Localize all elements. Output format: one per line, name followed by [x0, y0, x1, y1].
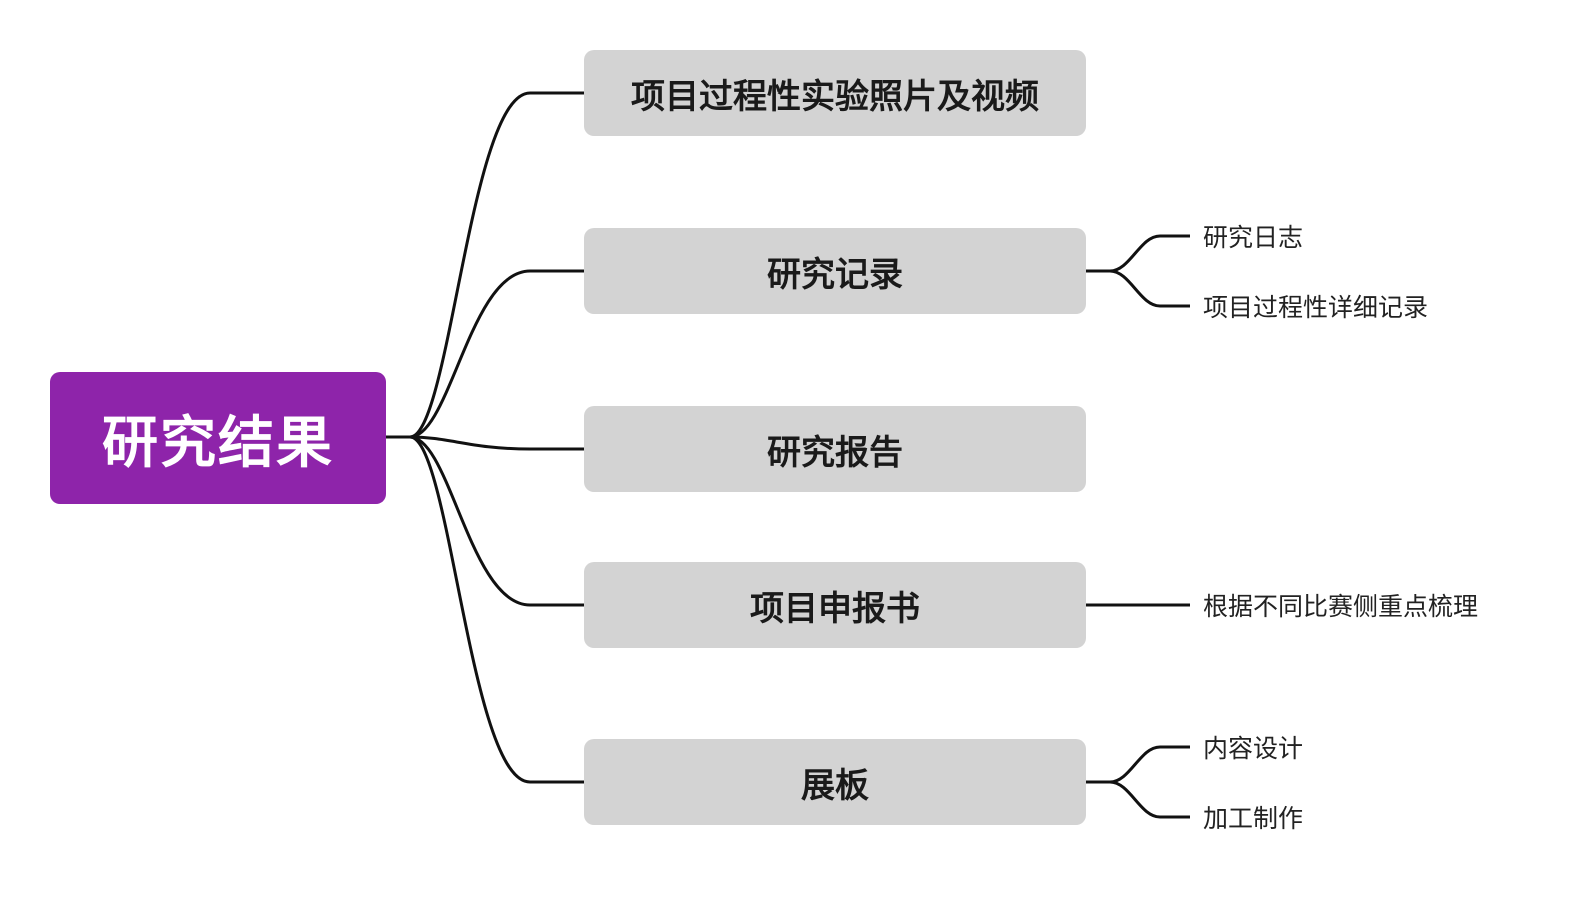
branch-node-2[interactable]: 研究记录	[584, 228, 1086, 314]
connector-branch-5-leaf-2	[1109, 780, 1190, 819]
connector-branch-2-leaf-1	[1086, 234, 1190, 273]
branch-node-4[interactable]: 项目申报书	[584, 562, 1086, 648]
root-node[interactable]: 研究结果	[50, 372, 386, 504]
branch-label-3: 研究报告	[767, 432, 903, 473]
leaf-label: 内容设计	[1203, 734, 1304, 763]
branch-label-5: 展板	[801, 765, 869, 806]
leaf-node-content-design[interactable]: 内容设计	[1203, 730, 1303, 764]
leaf-label: 项目过程性详细记录	[1203, 293, 1429, 322]
leaf-label: 根据不同比赛侧重点梳理	[1203, 592, 1479, 621]
root-label: 研究结果	[102, 410, 334, 476]
connector-root-branch-3	[409, 435, 584, 451]
leaf-node-competition-summary[interactable]: 根据不同比赛侧重点梳理	[1203, 588, 1478, 622]
branch-node-1[interactable]: 项目过程性实验照片及视频	[584, 50, 1086, 136]
leaf-node-research-log[interactable]: 研究日志	[1203, 219, 1303, 253]
connector-root-branch-1	[386, 91, 584, 439]
branch-label-4: 项目申报书	[750, 588, 920, 629]
leaf-label: 研究日志	[1203, 223, 1304, 252]
connector-branch-2-leaf-2	[1109, 269, 1190, 308]
connector-root-branch-2	[409, 269, 584, 439]
leaf-node-production[interactable]: 加工制作	[1203, 800, 1303, 834]
leaf-label: 加工制作	[1203, 804, 1304, 833]
branch-node-3[interactable]: 研究报告	[584, 406, 1086, 492]
connector-branch-5-leaf-1	[1086, 745, 1190, 784]
branch-label-1: 项目过程性实验照片及视频	[631, 76, 1039, 117]
connector-root-branch-4	[409, 435, 584, 607]
branch-node-5[interactable]: 展板	[584, 739, 1086, 825]
leaf-node-detailed-record[interactable]: 项目过程性详细记录	[1203, 289, 1428, 323]
branch-label-2: 研究记录	[767, 254, 903, 295]
connector-root-branch-5	[409, 435, 584, 784]
